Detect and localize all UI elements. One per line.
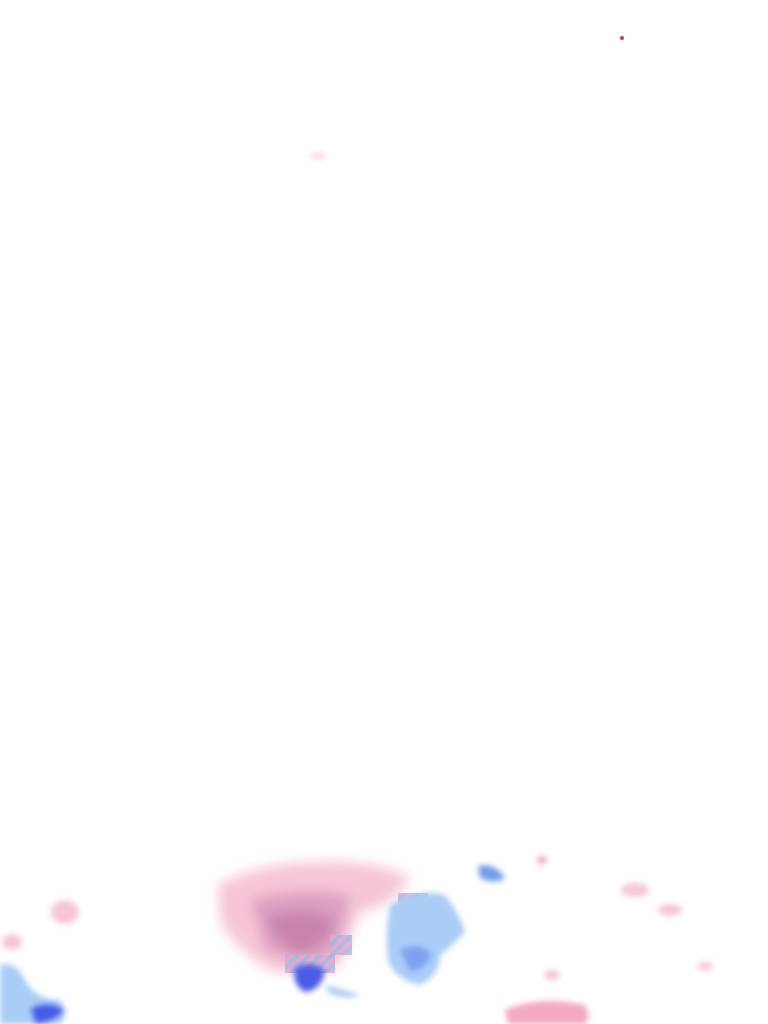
rain-cell-east	[386, 865, 505, 985]
snow-cell-main	[218, 861, 410, 974]
rain-cell-southwest	[0, 964, 65, 1024]
snow-cells-scattered	[2, 152, 713, 1024]
echo-dot	[620, 36, 624, 40]
rain-cell-heavy	[294, 964, 360, 998]
